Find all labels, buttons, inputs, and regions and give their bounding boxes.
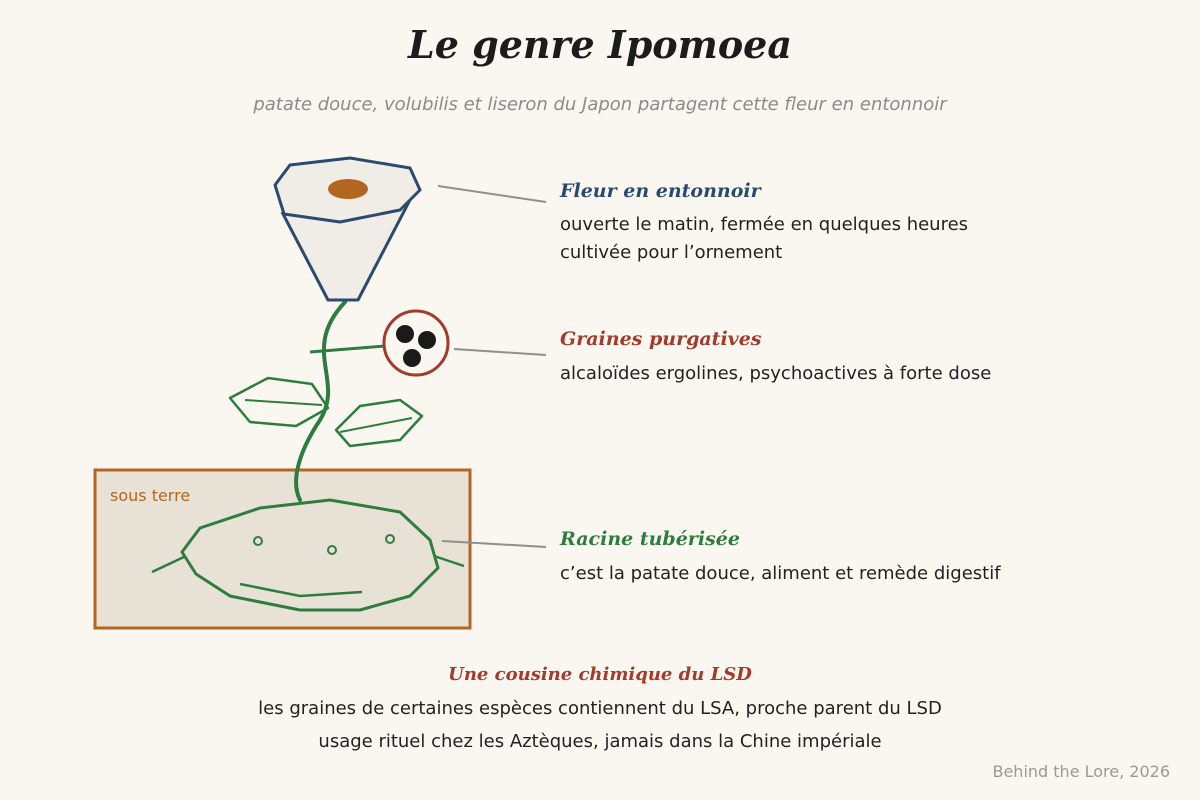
diagram-title: Le genre Ipomoea bbox=[408, 22, 792, 67]
root-tail-left bbox=[151, 554, 187, 574]
seed bbox=[396, 325, 414, 343]
credit: Behind the Lore, 2026 bbox=[992, 762, 1170, 781]
tuber-eye bbox=[327, 545, 337, 555]
leaf-left bbox=[228, 376, 330, 428]
root-tail-right bbox=[433, 554, 465, 568]
tuber-root bbox=[180, 498, 440, 612]
footer-heading: Une cousine chimique du LSD bbox=[448, 664, 752, 685]
tuber-eye bbox=[385, 534, 395, 544]
soil-box bbox=[93, 468, 472, 630]
footer-line: usage rituel chez les Aztèques, jamais d… bbox=[318, 731, 882, 752]
callout-flower-line: cultivée pour l’ornement bbox=[560, 242, 783, 263]
callout-root-heading: Racine tubérisée bbox=[560, 528, 740, 550]
footer-line: les graines de certaines espèces contien… bbox=[258, 698, 942, 719]
stem bbox=[294, 300, 347, 502]
flower-center bbox=[328, 179, 368, 199]
callout-flower-line: ouverte le matin, fermée en quelques heu… bbox=[560, 214, 969, 235]
seed-branch bbox=[309, 344, 386, 354]
leader-flower bbox=[437, 185, 547, 203]
callout-seeds-line: alcaloïdes ergolines, psychoactives à fo… bbox=[560, 363, 992, 384]
leader-seeds bbox=[453, 348, 547, 356]
leaf-right bbox=[334, 398, 424, 448]
leaf-right-vein bbox=[339, 417, 413, 433]
callout-flower-heading: Fleur en entonnoir bbox=[560, 180, 761, 202]
tuber-line bbox=[239, 582, 363, 598]
callout-seeds-heading: Graines purgatives bbox=[560, 328, 762, 350]
tuber-eye bbox=[253, 536, 263, 546]
seed bbox=[403, 349, 421, 367]
leaf-left-vein bbox=[244, 399, 323, 406]
leader-root bbox=[441, 540, 547, 548]
seed bbox=[418, 331, 436, 349]
diagram-subtitle: patate douce, volubilis et liseron du Ja… bbox=[253, 94, 947, 115]
callout-root-line: c’est la patate douce, aliment et remède… bbox=[560, 563, 1001, 584]
flower-funnel bbox=[280, 195, 414, 302]
underground-label: sous terre bbox=[110, 486, 191, 505]
